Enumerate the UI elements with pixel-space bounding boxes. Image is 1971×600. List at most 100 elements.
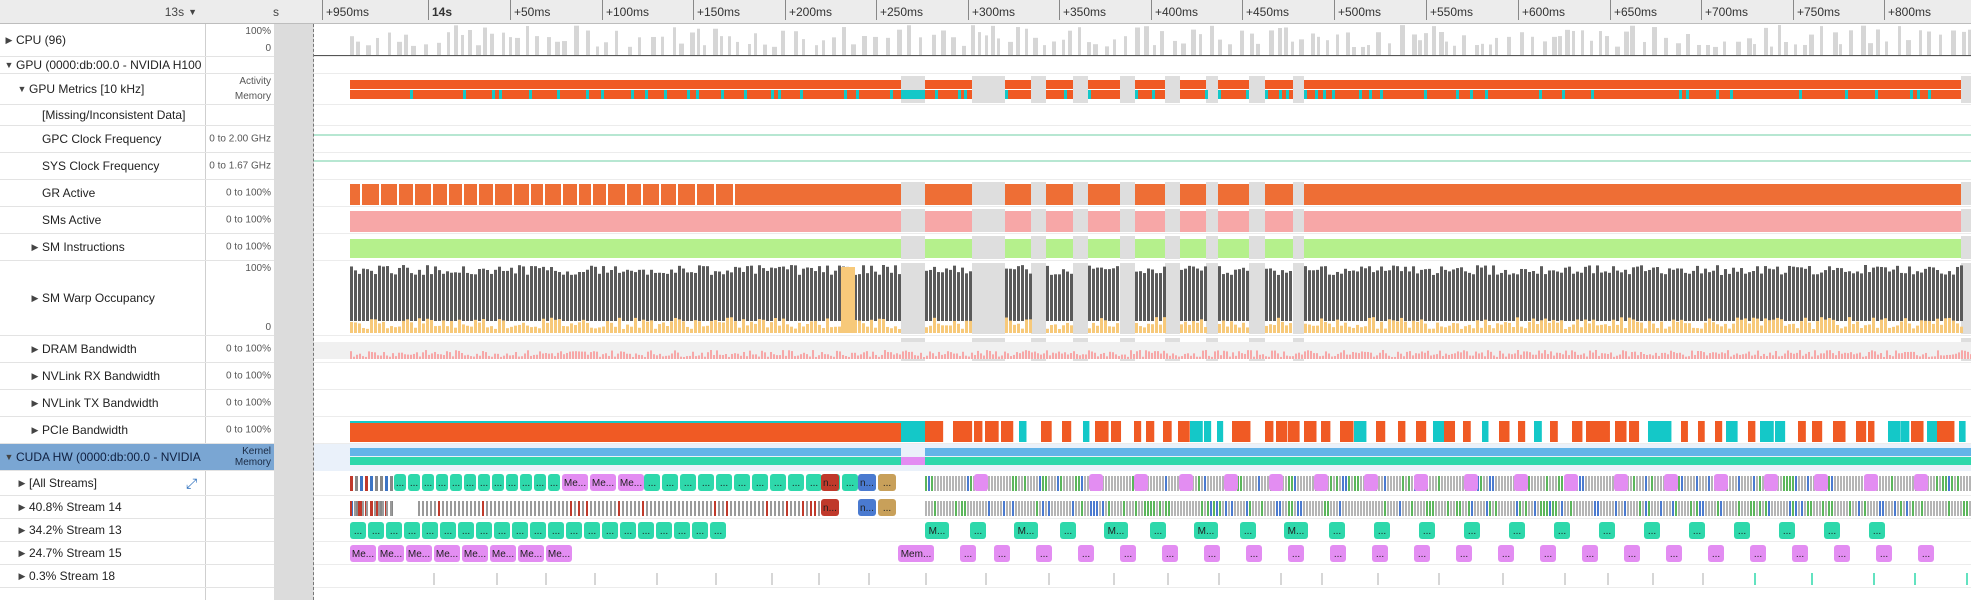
dram-bandwidth-bar bbox=[728, 356, 730, 359]
kernel-block-label: ... bbox=[424, 478, 432, 489]
cpu-usage-bar bbox=[1153, 45, 1156, 55]
pcie-bandwidth-bar bbox=[1959, 421, 1966, 442]
collapse-arrow-icon[interactable]: ▼ bbox=[17, 84, 27, 94]
kernel-block-label: ... bbox=[666, 478, 674, 489]
warp-occupancy-low-bar bbox=[1676, 321, 1679, 333]
expand-streams-icon[interactable]: ⤢ bbox=[186, 475, 198, 491]
stream-kernel-mark bbox=[943, 476, 945, 491]
warp-occupancy-low-bar bbox=[894, 326, 897, 333]
row-label[interactable]: [Missing/Inconsistent Data] bbox=[0, 105, 205, 126]
row-scale-text: 0 to 100% bbox=[225, 370, 271, 382]
collapse-arrow-icon[interactable]: ▼ bbox=[4, 60, 14, 70]
row-label[interactable]: ▶40.8% Stream 14 bbox=[0, 496, 205, 519]
row-label[interactable]: ▶NVLink RX Bandwidth bbox=[0, 363, 205, 390]
row-label[interactable]: ▶[All Streams] bbox=[0, 471, 205, 496]
warp-occupancy-low-bar bbox=[1005, 317, 1008, 333]
expand-arrow-icon[interactable]: ▶ bbox=[5, 34, 13, 45]
row-label[interactable]: ▶24.7% Stream 15 bbox=[0, 542, 205, 565]
kernel-block-label: ... bbox=[444, 526, 452, 537]
row-label[interactable]: ▶NVLink TX Bandwidth bbox=[0, 390, 205, 417]
row-label[interactable]: ▼GPU (0000:db:00.0 - NVIDIA H100 bbox=[0, 57, 205, 74]
cpu-usage-bar bbox=[502, 32, 505, 55]
stream-kernel-mark bbox=[1000, 501, 1002, 516]
expand-arrow-icon[interactable]: ▶ bbox=[31, 343, 39, 354]
dram-bandwidth-bar bbox=[1706, 355, 1708, 359]
stream-kernel-mark bbox=[1927, 501, 1929, 516]
warp-occupancy-low-bar bbox=[1712, 322, 1715, 333]
warp-occupancy-bar bbox=[1524, 269, 1527, 321]
stream-kernel-mark bbox=[1783, 501, 1785, 516]
kernel-block-label: ... bbox=[1783, 526, 1791, 537]
stream-kernel-mark bbox=[1939, 476, 1941, 491]
stream-kernel-mark bbox=[1795, 476, 1797, 491]
dram-bandwidth-bar bbox=[1427, 350, 1429, 359]
expand-arrow-icon[interactable]: ▶ bbox=[31, 397, 39, 408]
row-label[interactable]: ▼GPU Metrics [10 kHz] bbox=[0, 74, 205, 105]
stream-kernel-mark bbox=[958, 501, 960, 516]
dram-bandwidth-bar bbox=[1274, 350, 1276, 359]
warp-occupancy-bar bbox=[874, 271, 877, 321]
collapse-arrow-icon[interactable]: ▼ bbox=[4, 452, 14, 462]
row-label[interactable]: SMs Active bbox=[0, 207, 205, 234]
warp-occupancy-low-bar bbox=[1496, 323, 1499, 333]
stream-kernel-mark bbox=[1516, 501, 1518, 516]
kernel-block bbox=[618, 474, 644, 491]
warp-occupancy-low-bar bbox=[1800, 321, 1803, 333]
row-label[interactable]: SYS Clock Frequency bbox=[0, 153, 205, 180]
dram-bandwidth-bar bbox=[860, 354, 862, 359]
row-label[interactable]: ▶PCIe Bandwidth bbox=[0, 417, 205, 444]
warp-occupancy-low-bar bbox=[1836, 324, 1839, 333]
stream-kernel-mark bbox=[1315, 501, 1317, 516]
stream-kernel-mark bbox=[1681, 501, 1683, 516]
expand-arrow-icon[interactable]: ▶ bbox=[31, 424, 39, 435]
expand-arrow-icon[interactable]: ▶ bbox=[18, 547, 26, 558]
timeline-canvas[interactable]: ....................................Me..… bbox=[314, 24, 1971, 600]
warp-occupancy-low-bar bbox=[1492, 328, 1495, 333]
expand-arrow-icon[interactable]: ▶ bbox=[18, 477, 26, 488]
pcie-bandwidth-bar bbox=[1178, 421, 1190, 442]
warp-occupancy-low-bar bbox=[945, 325, 948, 333]
warp-occupancy-low-bar bbox=[965, 320, 968, 333]
dram-bandwidth-bar bbox=[431, 353, 433, 359]
dram-bandwidth-bar bbox=[413, 353, 415, 359]
expand-arrow-icon[interactable]: ▶ bbox=[18, 570, 26, 581]
dram-bandwidth-bar bbox=[770, 351, 772, 359]
stream-kernel-mark bbox=[1549, 476, 1551, 491]
kernel-block bbox=[1664, 474, 1678, 491]
row-label[interactable]: GPC Clock Frequency bbox=[0, 126, 205, 153]
sm-instructions-bar bbox=[1088, 239, 1120, 258]
cpu-usage-bar bbox=[1615, 46, 1620, 55]
dram-bandwidth-bar bbox=[779, 355, 781, 359]
row-label[interactable]: ▶SM Warp Occupancy bbox=[0, 261, 205, 336]
expand-arrow-icon[interactable]: ▶ bbox=[18, 524, 26, 535]
stream-kernel-mark bbox=[1378, 476, 1380, 491]
stream-kernel-mark bbox=[1564, 501, 1566, 516]
row-label[interactable]: ▶SM Instructions bbox=[0, 234, 205, 261]
stream-kernel-mark bbox=[526, 501, 528, 516]
kernel-block-label: ... bbox=[1423, 526, 1431, 537]
dram-bandwidth-bar bbox=[1685, 356, 1687, 359]
expand-arrow-icon[interactable]: ▶ bbox=[31, 370, 39, 381]
stream-kernel-mark bbox=[1039, 476, 1041, 491]
row-label[interactable]: ▶0.3% Stream 18 bbox=[0, 565, 205, 588]
expand-arrow-icon[interactable]: ▶ bbox=[31, 241, 39, 252]
expand-arrow-icon[interactable]: ▶ bbox=[18, 501, 26, 512]
row-label[interactable]: ▶DRAM Bandwidth bbox=[0, 336, 205, 363]
dram-bandwidth-bar bbox=[1106, 356, 1108, 359]
row-label[interactable]: ▼CUDA HW (0000:db:00.0 - NVIDIA bbox=[0, 444, 205, 471]
warp-occupancy-bar bbox=[686, 272, 689, 321]
warp-occupancy-bar bbox=[818, 266, 821, 321]
kernel-block-label: ... bbox=[508, 478, 516, 489]
zoom-level-dropdown[interactable]: 13s ▼ bbox=[0, 0, 205, 24]
expand-arrow-icon[interactable]: ▶ bbox=[31, 292, 39, 303]
row-label[interactable]: ▶34.2% Stream 13 bbox=[0, 519, 205, 542]
stream-kernel-mark bbox=[1552, 501, 1554, 516]
stream-kernel-mark bbox=[1474, 501, 1476, 516]
stream-kernel-mark bbox=[558, 501, 560, 516]
stream-kernel-mark bbox=[1021, 501, 1023, 516]
stream-kernel-mark bbox=[1546, 501, 1548, 516]
row-label[interactable]: GR Active bbox=[0, 180, 205, 207]
row-label[interactable]: ▶CPU (96) bbox=[0, 24, 205, 57]
